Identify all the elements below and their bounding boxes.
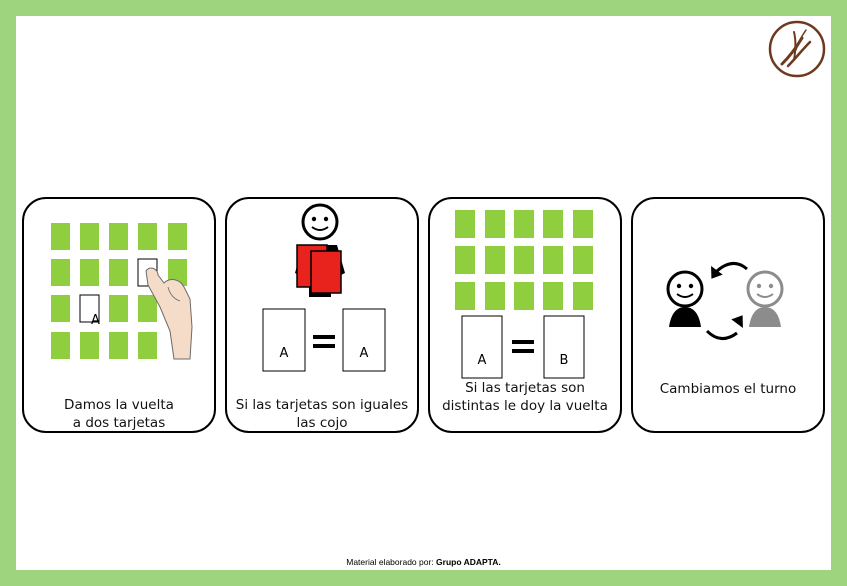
equals-icon [512, 340, 534, 353]
turn-cycle-arrows-icon [705, 262, 748, 340]
adapta-logo-icon [768, 20, 826, 78]
footer-author: Grupo ADAPTA. [436, 557, 501, 567]
caption: Si las tarjetas son iguales las cojo [235, 397, 409, 431]
left-card-letter: A [279, 346, 289, 361]
caption: Si las tarjetas son distintas le doy la … [442, 380, 608, 414]
person-face-gray-icon [746, 270, 784, 327]
card-turn-over-two: Damos la vuelta a dos tarjetas [22, 197, 216, 433]
card-different-cards: Si las tarjetas son distintas le doy la … [428, 197, 622, 433]
footer-credit: Material elaborado por: Grupo ADAPTA. [16, 557, 831, 567]
tile-grid-illustration [51, 223, 193, 360]
green-tiles [51, 223, 187, 359]
right-card-letter: A [359, 346, 369, 361]
footer-prefix: Material elaborado por: [346, 557, 434, 567]
different-cards-illustration [455, 210, 593, 379]
card-change-turn: Cambiamos el turno [631, 197, 825, 433]
card-same-cards: Si las tarjetas son iguales las cojo [225, 197, 419, 433]
person-holding-cards-icon [295, 203, 345, 297]
same-cards-illustration [262, 203, 386, 372]
person-face-icon [666, 270, 704, 327]
change-turn-illustration [666, 262, 784, 340]
caption: Cambiamos el turno [659, 381, 797, 397]
green-tiles [455, 210, 593, 310]
tile-letter-a: A [91, 313, 100, 328]
equals-icon [313, 335, 335, 348]
flipped-tile-a [79, 294, 100, 323]
hand-pointer-icon [145, 267, 193, 360]
right-card-letter: B [559, 353, 569, 368]
caption: Damos la vuelta a dos tarjetas [64, 397, 174, 431]
left-card-letter: A [477, 353, 487, 368]
worksheet-page: Damos la vuelta a dos tarjetas A [16, 16, 831, 570]
